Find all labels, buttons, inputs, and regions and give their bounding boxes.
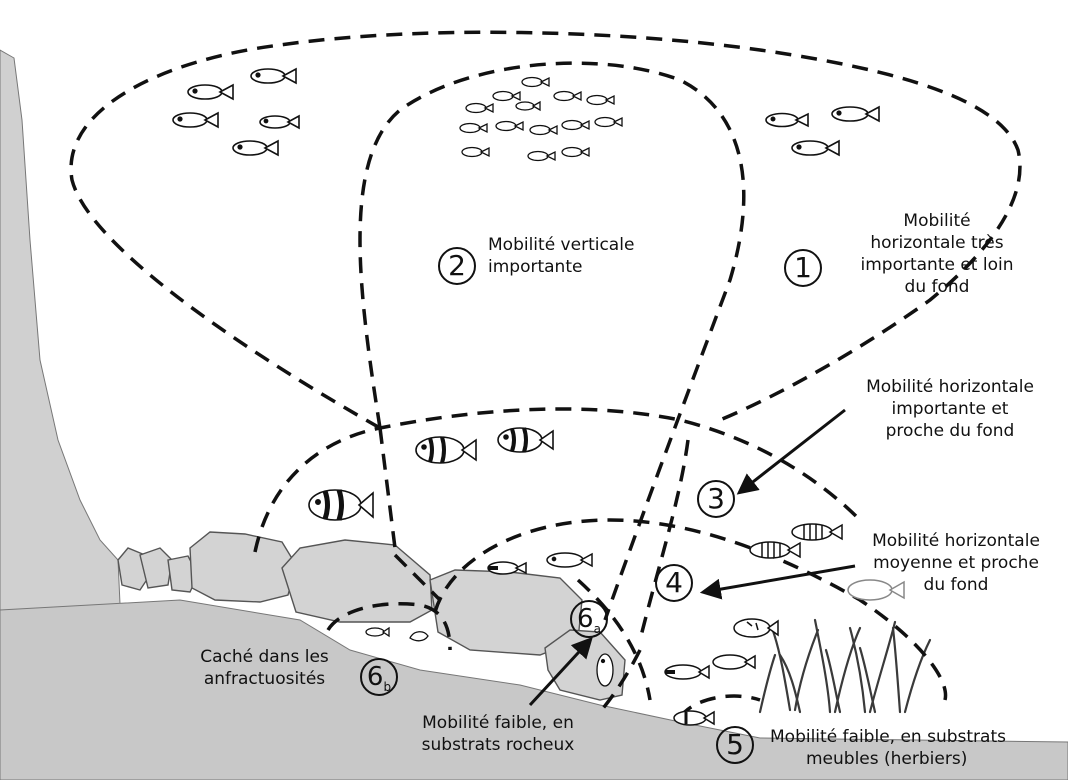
zone-6b-boundary [326, 601, 452, 651]
cliff-wall [0, 49, 129, 780]
zone-4-label: Mobilité horizontale moyenne et proche d… [872, 531, 1040, 595]
seabed [0, 599, 1068, 780]
zone-5-label: Mobilité faible, en substrats meubles (h… [770, 727, 1006, 769]
fish-school-zone-1-right [765, 105, 880, 157]
zone-2-boundary [358, 61, 746, 621]
divider-line [598, 649, 642, 714]
rock-icon [281, 539, 433, 623]
zone-boundaries [69, 30, 1022, 719]
zone-6a-number: 6a [570, 600, 608, 638]
zone-1-number: 1 [784, 249, 822, 287]
zone-6a-boundary [576, 578, 652, 701]
zone-2-label: Mobilité verticale importante [488, 235, 635, 277]
zone-3-number: 3 [697, 480, 735, 518]
zone-6a-label: Mobilité faible, en substrats rocheux [421, 713, 575, 755]
seagrass-icon [758, 618, 932, 714]
zone-4-number: 4 [655, 564, 693, 602]
divider-line [378, 427, 397, 549]
divider-line [638, 439, 690, 641]
arrow-icon [528, 408, 856, 707]
divider-line [393, 553, 442, 602]
zone-6b-number: 6b [360, 658, 398, 696]
zone-2-number: 2 [438, 247, 476, 285]
zone-3-label: Mobilité horizontale importante et proch… [866, 377, 1034, 441]
zone-3-boundary [253, 407, 862, 553]
fish-group-zone-6 [365, 626, 614, 687]
zone-5-number: 5 [716, 726, 754, 764]
fish-school-zone-2 [459, 76, 623, 162]
zone-4-boundary [433, 518, 948, 701]
fish-group-zone-5 [664, 618, 779, 726]
fish-school-zone-1-left [172, 67, 300, 157]
rock-group [117, 531, 626, 701]
zone-1-label: Mobilité horizontale très importante et … [860, 211, 1014, 297]
rock-icon [189, 531, 297, 603]
fish-group-zone-4 [487, 523, 905, 601]
zone-6b-label: Caché dans les anfractuosités [200, 647, 329, 689]
fish-group-zone-3 [308, 427, 554, 521]
